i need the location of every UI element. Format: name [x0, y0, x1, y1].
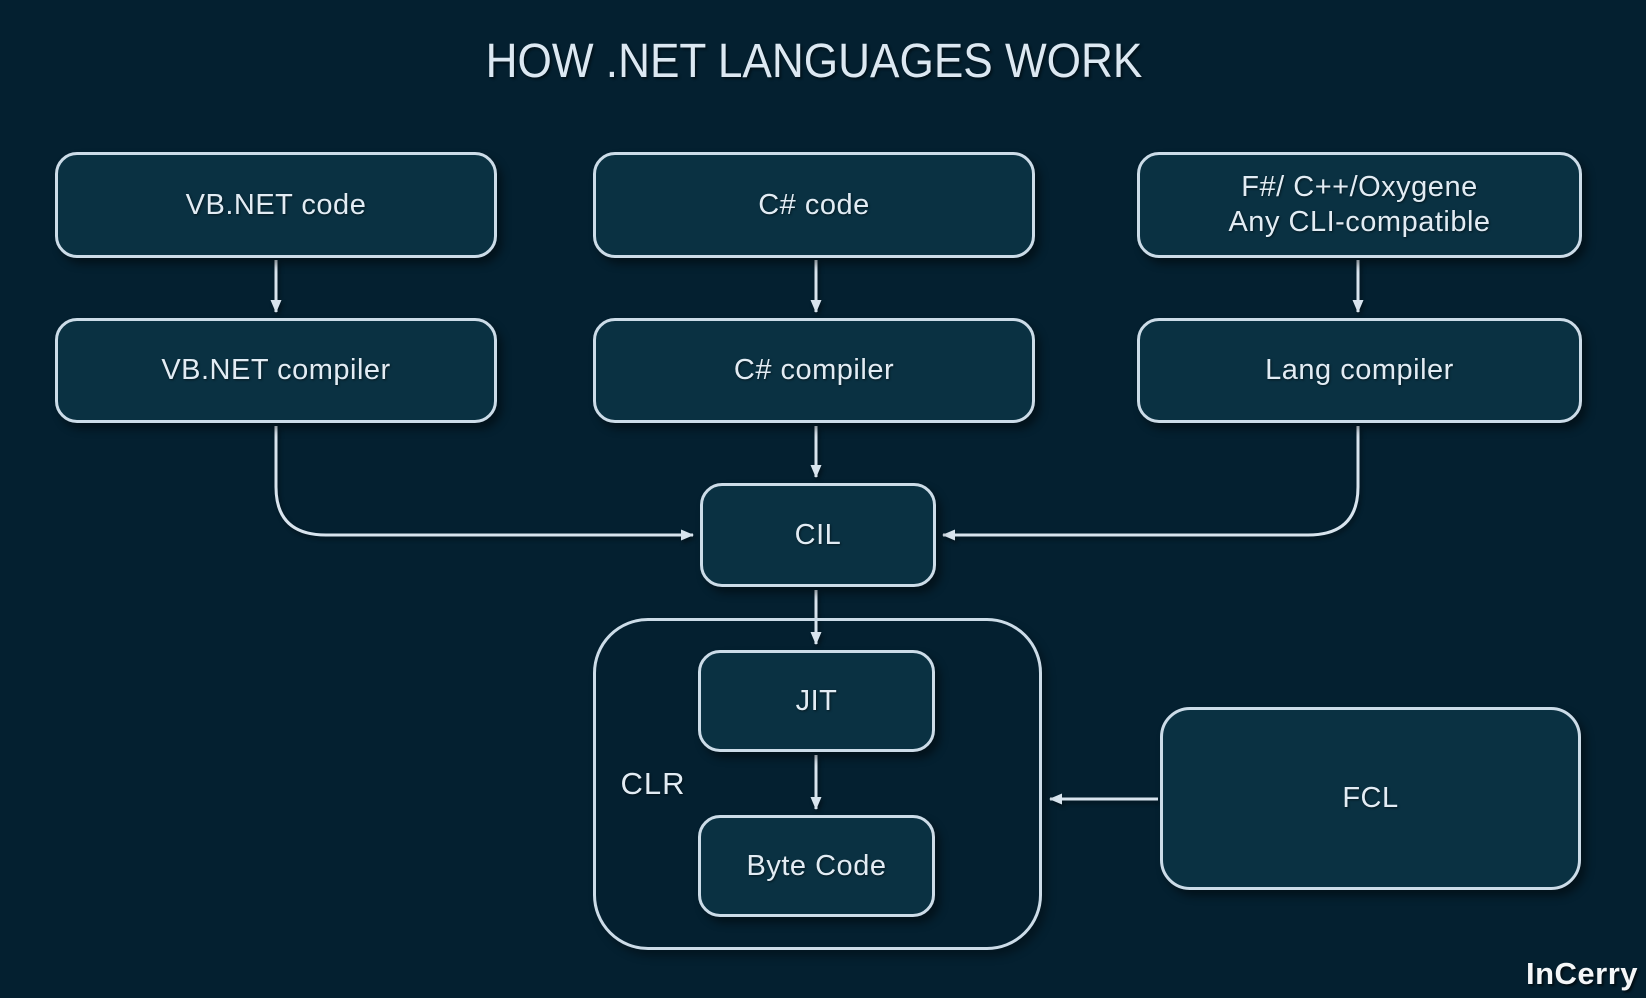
node-jit: JIT [698, 650, 935, 752]
arrow-vbnet-compiler-to-cil [274, 426, 694, 541]
node-jit-label: JIT [795, 684, 838, 717]
node-fcl-label: FCL [1342, 782, 1399, 815]
arrow-lang-compiler-to-cil [942, 426, 1360, 541]
node-vbnet-compiler: VB.NET compiler [55, 318, 497, 423]
node-cil: CIL [700, 483, 936, 587]
node-fcl: FCL [1160, 707, 1581, 890]
node-byte-code-label: Byte Code [746, 849, 887, 882]
node-byte-code: Byte Code [698, 815, 935, 917]
node-vbnet-code-label: VB.NET code [185, 188, 367, 221]
node-lang-compiler-label: Lang compiler [1265, 354, 1454, 387]
node-cli-code: F#/ C++/Oxygene Any CLI-compatible [1137, 152, 1582, 258]
node-vbnet-compiler-label: VB.NET compiler [161, 354, 391, 387]
node-lang-compiler: Lang compiler [1137, 318, 1582, 423]
node-cli-code-line1: F#/ C++/Oxygene [1241, 171, 1478, 204]
watermark: InCerry [1525, 956, 1638, 991]
clr-container [593, 618, 1042, 950]
node-csharp-compiler-label: C# compiler [733, 354, 895, 387]
clr-label: CLR [620, 766, 686, 801]
page-title: HOW .NET LANGUAGES WORK [485, 35, 1143, 88]
node-vbnet-code: VB.NET code [55, 152, 497, 258]
node-cli-code-line2: Any CLI-compatible [1228, 206, 1491, 238]
node-csharp-code-label: C# code [758, 188, 870, 221]
node-csharp-compiler: C# compiler [593, 318, 1035, 423]
node-cil-label: CIL [794, 518, 842, 551]
node-csharp-code: C# code [593, 152, 1035, 258]
